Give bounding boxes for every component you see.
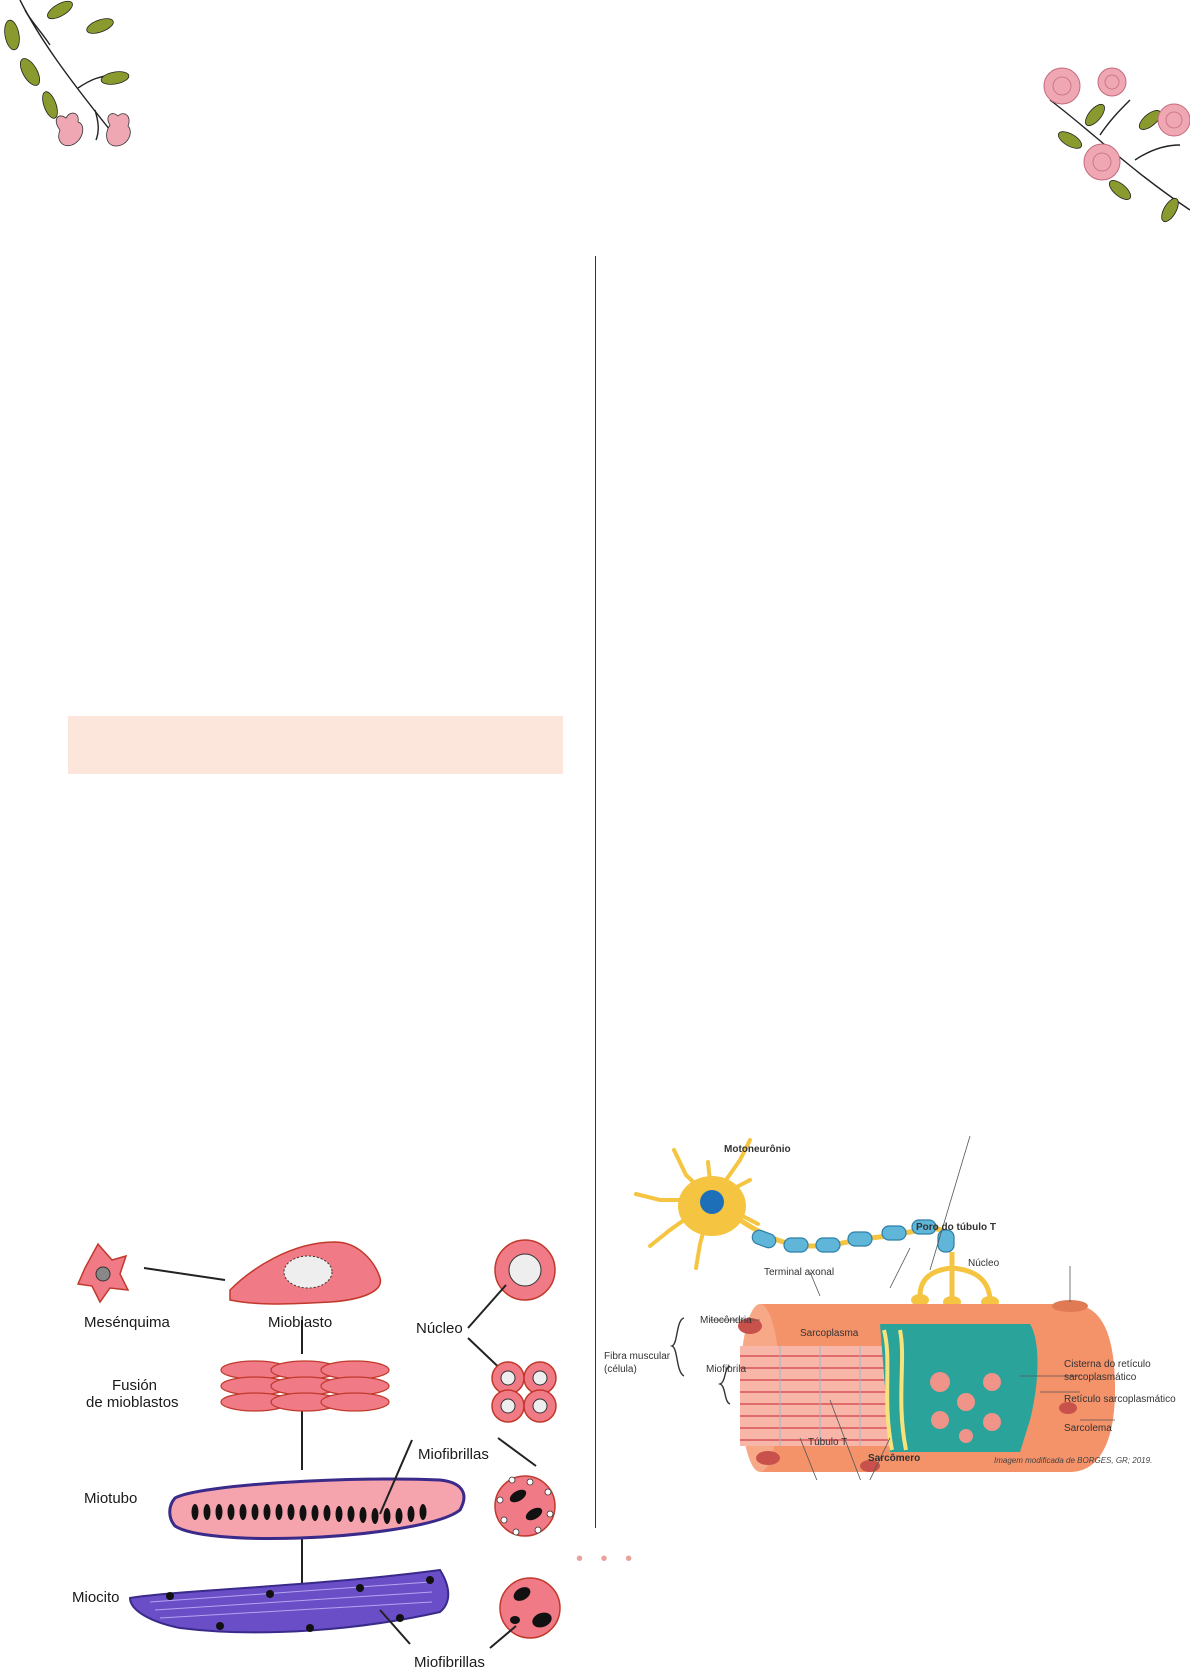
muscle-fiber-figure (634, 1135, 1115, 1480)
label-miofibrillas-bottom: Miofibrillas (414, 1654, 485, 1671)
figure-credit: Imagem modificada de BORGES, GR; 2019. (994, 1456, 1153, 1465)
label-fibra-muscular-2: (célula) (604, 1364, 637, 1375)
column-divider (595, 256, 596, 1528)
label-terminal-axonal: Terminal axonal (764, 1267, 835, 1278)
myogenesis-figure (76, 1239, 561, 1649)
label-poro-tubulo: Poro do túbulo T (916, 1222, 996, 1233)
label-mesenquima: Mesénquima (84, 1314, 170, 1331)
label-miotubo: Miotubo (84, 1490, 138, 1507)
label-nucleo-fibra: Núcleo (968, 1258, 1000, 1269)
label-sarcoplasma: Sarcoplasma (800, 1328, 859, 1339)
highlight-box (68, 716, 563, 774)
label-sarcolema: Sarcolema (1064, 1423, 1112, 1434)
continuation-dots: • • • (576, 1548, 639, 1570)
label-miofibrila: Miofibrila (706, 1364, 747, 1375)
label-fusion-2: de mioblastos (86, 1394, 179, 1411)
label-miocito: Miocito (72, 1589, 120, 1606)
label-reticulo: Retículo sarcoplasmático (1064, 1394, 1176, 1405)
label-fibra-muscular-1: Fibra muscular (604, 1351, 671, 1362)
label-tubulo-t: Túbulo T (808, 1437, 848, 1448)
label-fusion-1: Fusión (112, 1377, 158, 1394)
floral-branch-icon (1043, 67, 1190, 223)
label-sarcomero: Sarcômero (868, 1453, 921, 1464)
label-mitocondria: Mitocôndria (700, 1315, 752, 1326)
label-cisterna-1: Cisterna do retículo (1064, 1359, 1151, 1370)
floral-branch-icon (4, 0, 131, 147)
label-mioblasto: Mioblasto (268, 1314, 333, 1331)
label-nucleo: Núcleo (416, 1320, 463, 1337)
label-miofibrillas-top: Miofibrillas (418, 1446, 489, 1463)
label-motoneuronio: Motoneurônio (724, 1144, 791, 1155)
label-cisterna-2: sarcoplasmático (1064, 1372, 1137, 1383)
